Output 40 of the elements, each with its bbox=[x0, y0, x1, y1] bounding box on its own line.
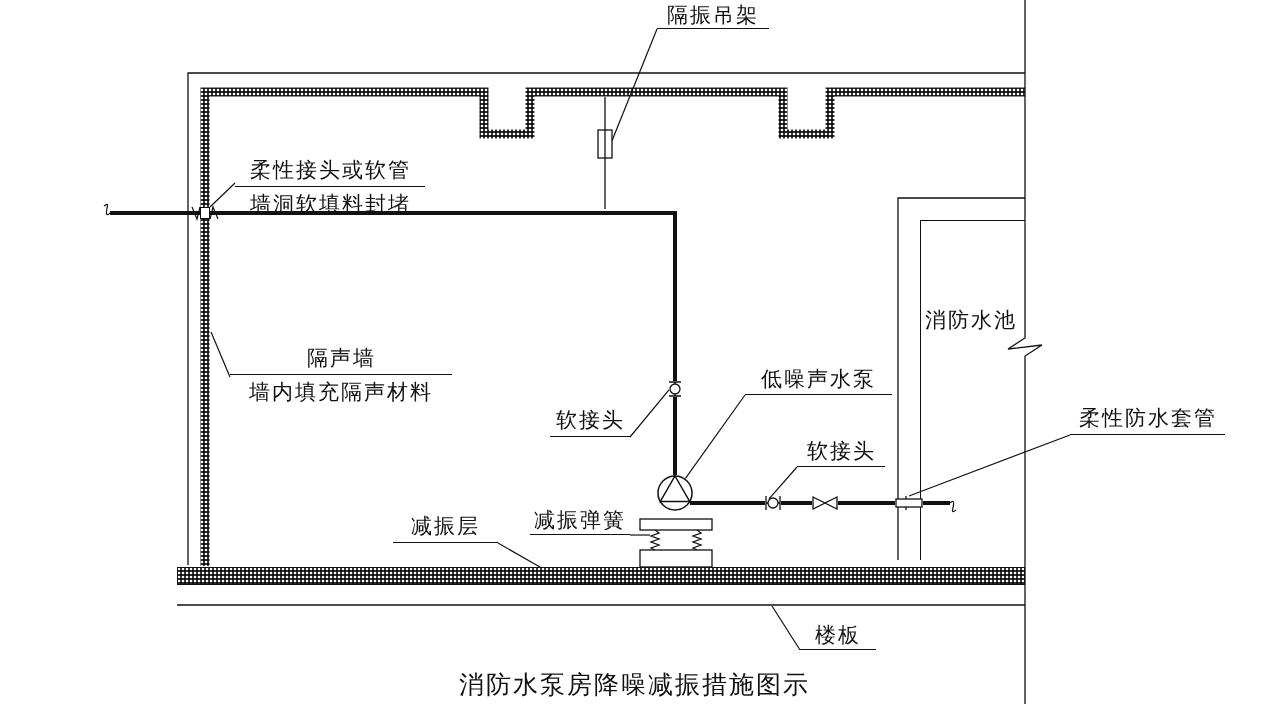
pipe bbox=[690, 501, 765, 505]
callout-label: 墙内填充隔声材料 bbox=[249, 379, 433, 405]
pipe bbox=[673, 397, 677, 475]
flexible-joint bbox=[669, 381, 681, 397]
callout-label: 减振弹簧 bbox=[530, 507, 630, 535]
callout-label: 柔性防水套管 bbox=[1070, 405, 1225, 435]
callout-label: 低噪声水泵 bbox=[745, 366, 892, 395]
callout-label: 软接头 bbox=[550, 407, 630, 437]
tank-label: 消防水池 bbox=[925, 307, 1017, 333]
caption: 消防水泵房降噪减振措施图示 bbox=[457, 669, 811, 701]
leader-line bbox=[768, 466, 798, 500]
leader-line bbox=[497, 542, 541, 568]
hanger bbox=[597, 97, 613, 209]
pipe bbox=[781, 501, 812, 505]
leader-line bbox=[629, 389, 670, 438]
wall-opening-seal bbox=[200, 207, 210, 219]
leader-line bbox=[684, 394, 746, 479]
leader-line bbox=[209, 182, 236, 208]
pipe bbox=[103, 203, 201, 220]
callout-label: 减振层 bbox=[393, 513, 498, 543]
leader-line bbox=[908, 434, 1071, 497]
callout-label: 楼板 bbox=[800, 622, 876, 650]
pipe bbox=[838, 501, 895, 505]
callout-label: 柔性接头或软管 bbox=[249, 157, 411, 183]
leader-line bbox=[611, 28, 658, 142]
leader-line bbox=[629, 534, 651, 536]
pipe bbox=[923, 500, 957, 513]
leader-line bbox=[210, 331, 231, 378]
pipe bbox=[209, 206, 677, 381]
damping-layer bbox=[177, 567, 1025, 585]
leader-line bbox=[771, 605, 801, 651]
spring bbox=[650, 530, 660, 550]
callout-label: 隔声墙 bbox=[306, 345, 376, 371]
tank-outline bbox=[920, 220, 1025, 560]
valve-symbol bbox=[812, 497, 838, 509]
callout-label: 隔振吊架 bbox=[657, 2, 769, 29]
wall-sleeve bbox=[895, 496, 923, 510]
flexible-joint bbox=[765, 496, 781, 510]
callout-label: 软接头 bbox=[797, 438, 885, 467]
pump-symbol bbox=[657, 475, 693, 511]
